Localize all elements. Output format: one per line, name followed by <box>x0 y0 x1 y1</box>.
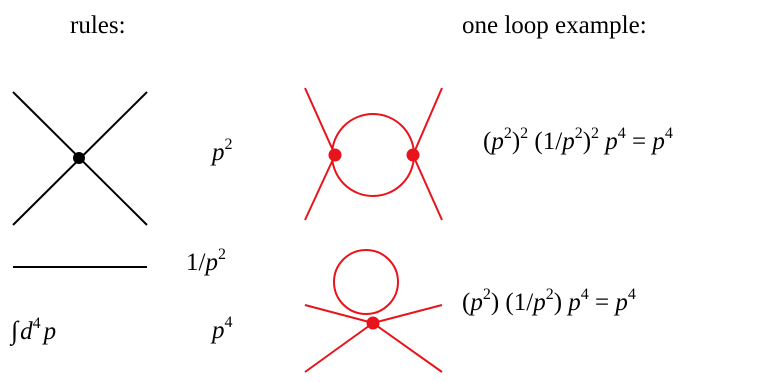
tadpole-vertex-dot <box>366 316 380 330</box>
tadpole-loop <box>333 249 399 315</box>
bubble-diagram <box>304 87 443 221</box>
bubble-leg <box>412 154 443 221</box>
tadpole-leg <box>304 322 374 373</box>
tadpole-leg <box>372 304 443 324</box>
bubble-leg <box>304 87 336 156</box>
tadpole-leg <box>372 322 443 373</box>
tadpole-equation: (p2) (1/p2) p4 = p4 <box>462 286 636 316</box>
measure-factor: p4 <box>212 314 233 344</box>
tadpole-diagram <box>304 249 443 373</box>
propagator-factor: 1/p2 <box>186 246 226 276</box>
rules-heading: rules: <box>70 12 126 39</box>
example-heading: one loop example: <box>462 12 647 39</box>
bubble-leg <box>412 87 443 156</box>
bubble-equation: (p2)2 (1/p2)2 p4 = p4 <box>483 125 673 155</box>
vertex-factor: p2 <box>212 136 233 166</box>
tadpole-leg <box>304 304 374 324</box>
bubble-loop <box>331 113 415 197</box>
bubble-vertex-dot <box>406 148 420 162</box>
bubble-leg <box>304 154 336 221</box>
vertex-dot <box>73 152 85 164</box>
bubble-vertex-dot <box>328 148 342 162</box>
